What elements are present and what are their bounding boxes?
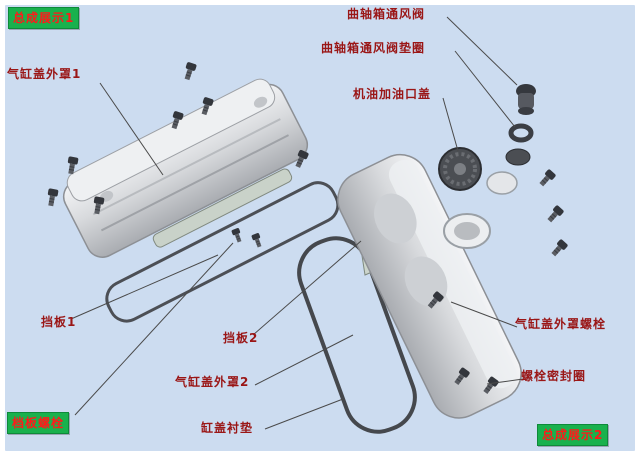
assembly-badge-2: 总成展示2 xyxy=(537,424,609,446)
label-cylinder-head-cover-2: 气缸盖外罩2 xyxy=(175,375,250,389)
left-cover-assembly xyxy=(62,78,340,323)
vent-valve-gasket-part xyxy=(508,123,534,143)
label-crankcase-vent-valve-gasket: 曲轴箱通风阀垫圈 xyxy=(321,41,426,55)
label-head-cover-gasket: 缸盖衬垫 xyxy=(201,421,254,435)
head-gasket-tube xyxy=(297,236,417,434)
label-head-cover-bolt: 气缸盖外罩螺栓 xyxy=(515,317,607,331)
label-bolt-seal-ring: 螺栓密封圈 xyxy=(521,369,587,383)
exploded-view-illustration xyxy=(45,16,569,434)
label-baffle-1: 挡板1 xyxy=(41,315,77,329)
label-oil-filler-cap: 机油加油口盖 xyxy=(353,87,432,101)
label-baffle-bolt: 档板螺栓 xyxy=(7,412,70,434)
vent-valve-seat xyxy=(505,148,531,166)
leader-lines xyxy=(70,16,524,430)
right-cover-assembly xyxy=(297,84,536,434)
label-cylinder-head-cover-1: 气缸盖外罩1 xyxy=(7,67,82,81)
assembly-badge-1: 总成展示1 xyxy=(8,7,80,29)
baffle-1-plate xyxy=(152,168,293,248)
crankcase-vent-valve-part xyxy=(516,84,536,115)
left-gasket-outline xyxy=(105,181,340,323)
label-crankcase-vent-valve: 曲轴箱通风阀 xyxy=(347,7,426,21)
label-baffle-2: 挡板2 xyxy=(223,331,259,345)
